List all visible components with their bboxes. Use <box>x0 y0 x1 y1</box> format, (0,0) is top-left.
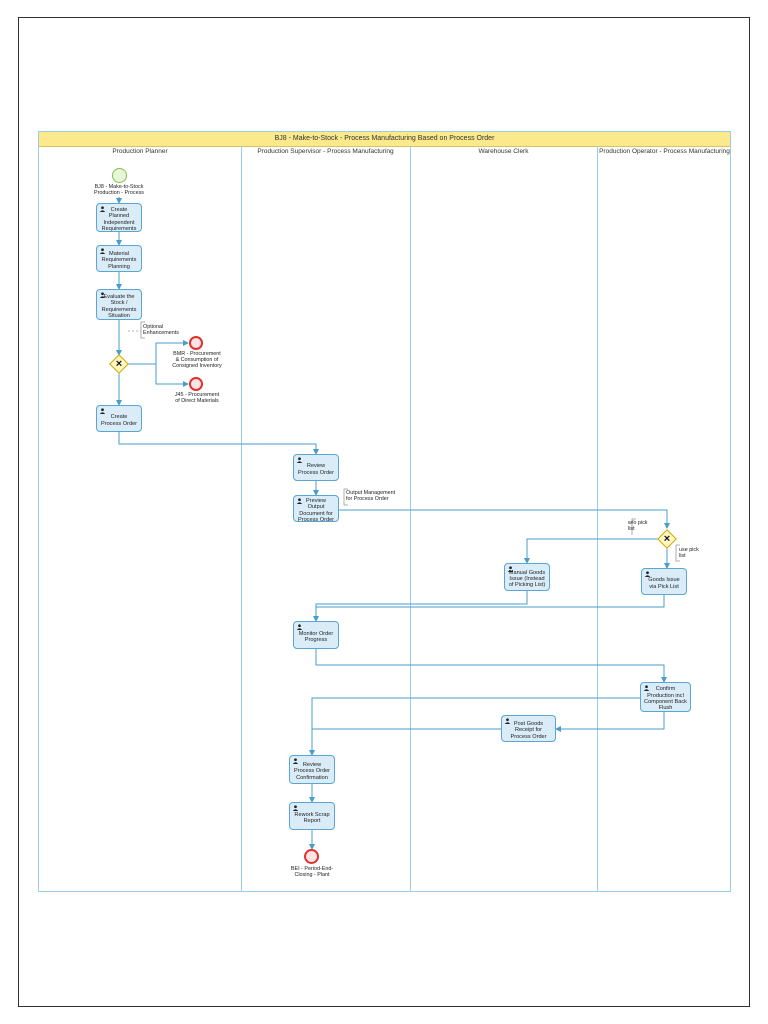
user-icon <box>507 566 514 572</box>
task-monitor-order-progress[interactable]: Monitor Order Progress <box>293 621 339 649</box>
task-manual-goods-issue[interactable]: Manual Goods Issue (Instead of Picking L… <box>504 563 550 591</box>
user-icon <box>99 248 106 254</box>
task-label: Evaluate the Stock / Requirements Situat… <box>101 293 137 319</box>
task-post-goods-receipt[interactable]: Post Goods Receipt for Process Order <box>501 715 556 742</box>
task-review-process-order-confirmation[interactable]: Review Process Order Confirmation <box>289 755 335 784</box>
user-icon <box>296 624 303 630</box>
process-pool: BJ8 - Make-to-Stock - Process Manufactur… <box>38 131 731 892</box>
user-icon <box>99 408 106 414</box>
end-event-bmr[interactable] <box>189 336 203 350</box>
user-icon <box>292 805 299 811</box>
task-preview-output-document[interactable]: Preview Output Document for Process Orde… <box>293 495 339 523</box>
task-review-process-order[interactable]: Review Process Order <box>293 454 339 481</box>
user-icon <box>99 206 106 212</box>
lane-title-production-supervisor: Production Supervisor - Process Manufact… <box>257 148 394 155</box>
task-label: Goods Issue via Pick List <box>648 577 680 590</box>
user-icon <box>296 457 303 463</box>
end-event-bmr-label: BMR - Procurement & Consumption of Consi… <box>172 351 222 369</box>
end-event-j45-label: J45 - Procurement of Direct Materials <box>174 392 220 404</box>
start-event-label: BJ8 - Make-to-Stock Production - Process <box>93 184 145 196</box>
lane-title-production-planner: Production Planner <box>112 148 168 155</box>
task-create-process-order[interactable]: Create Process Order <box>96 405 142 432</box>
task-label: Preview Output Document for Process Orde… <box>297 497 335 523</box>
gateway-x-icon: × <box>663 533 671 545</box>
start-event[interactable] <box>112 168 127 183</box>
end-event-bei-label: BEI - Period-End-Closing - Plant <box>290 866 334 878</box>
task-label: Post Goods Receipt for Process Order <box>510 721 547 740</box>
user-icon <box>296 498 303 504</box>
annotation-use-pick-list: use pick list <box>679 547 699 559</box>
task-evaluate-stock-requirements[interactable]: Evaluate the Stock / Requirements Situat… <box>96 289 142 320</box>
lane-title-warehouse-clerk: Warehouse Clerk <box>478 148 529 155</box>
task-goods-issue-pick-list[interactable]: Goods Issue via Pick List <box>641 568 687 595</box>
user-icon <box>644 571 651 577</box>
annotation-optional-enhancements: Optional Enhancements <box>143 324 179 336</box>
task-rework-scrap-report[interactable]: Rework Scrap Report <box>289 802 335 830</box>
task-label: Confirm Production incl Component Back F… <box>644 686 687 712</box>
task-label: Manual Goods Issue (Instead of Picking L… <box>508 569 546 589</box>
task-label: Monitor Order Progress <box>298 630 334 643</box>
lane-divider <box>410 146 411 891</box>
task-label: Rework Scrap Report <box>294 811 330 824</box>
task-confirm-production[interactable]: Confirm Production incl Component Back F… <box>640 682 691 712</box>
task-label: Review Process Order <box>297 463 335 476</box>
user-icon <box>643 685 650 691</box>
end-event-j45[interactable] <box>189 377 203 391</box>
annotation-brackets <box>128 321 680 562</box>
flow-lines <box>116 197 670 850</box>
lane-title-production-operator: Production Operator - Process Manufactur… <box>599 148 730 155</box>
page-frame <box>18 17 750 1007</box>
task-label: Review Process Order Confirmation <box>293 762 331 781</box>
pool-title: BJ8 - Make-to-Stock - Process Manufactur… <box>39 132 730 147</box>
task-material-requirements-planning[interactable]: Material Requirements Planning <box>96 245 142 272</box>
annotation-without-pick-list: w/o pick list <box>628 520 648 532</box>
user-icon <box>504 718 511 724</box>
task-label: Material Requirements Planning <box>101 251 137 270</box>
lane-divider <box>241 146 242 891</box>
lane-divider <box>597 146 598 891</box>
user-icon <box>99 292 106 298</box>
task-label: Create Process Order <box>100 414 138 427</box>
user-icon <box>292 758 299 764</box>
end-event-bei[interactable] <box>304 849 319 864</box>
task-create-planned-independent-requirements[interactable]: Create Planned Independent Requirements <box>96 203 142 232</box>
annotation-output-management: Output Management for Process Order <box>346 490 396 502</box>
gateway-x-icon: × <box>115 358 123 370</box>
task-label: Create Planned Independent Requirements <box>101 206 137 232</box>
